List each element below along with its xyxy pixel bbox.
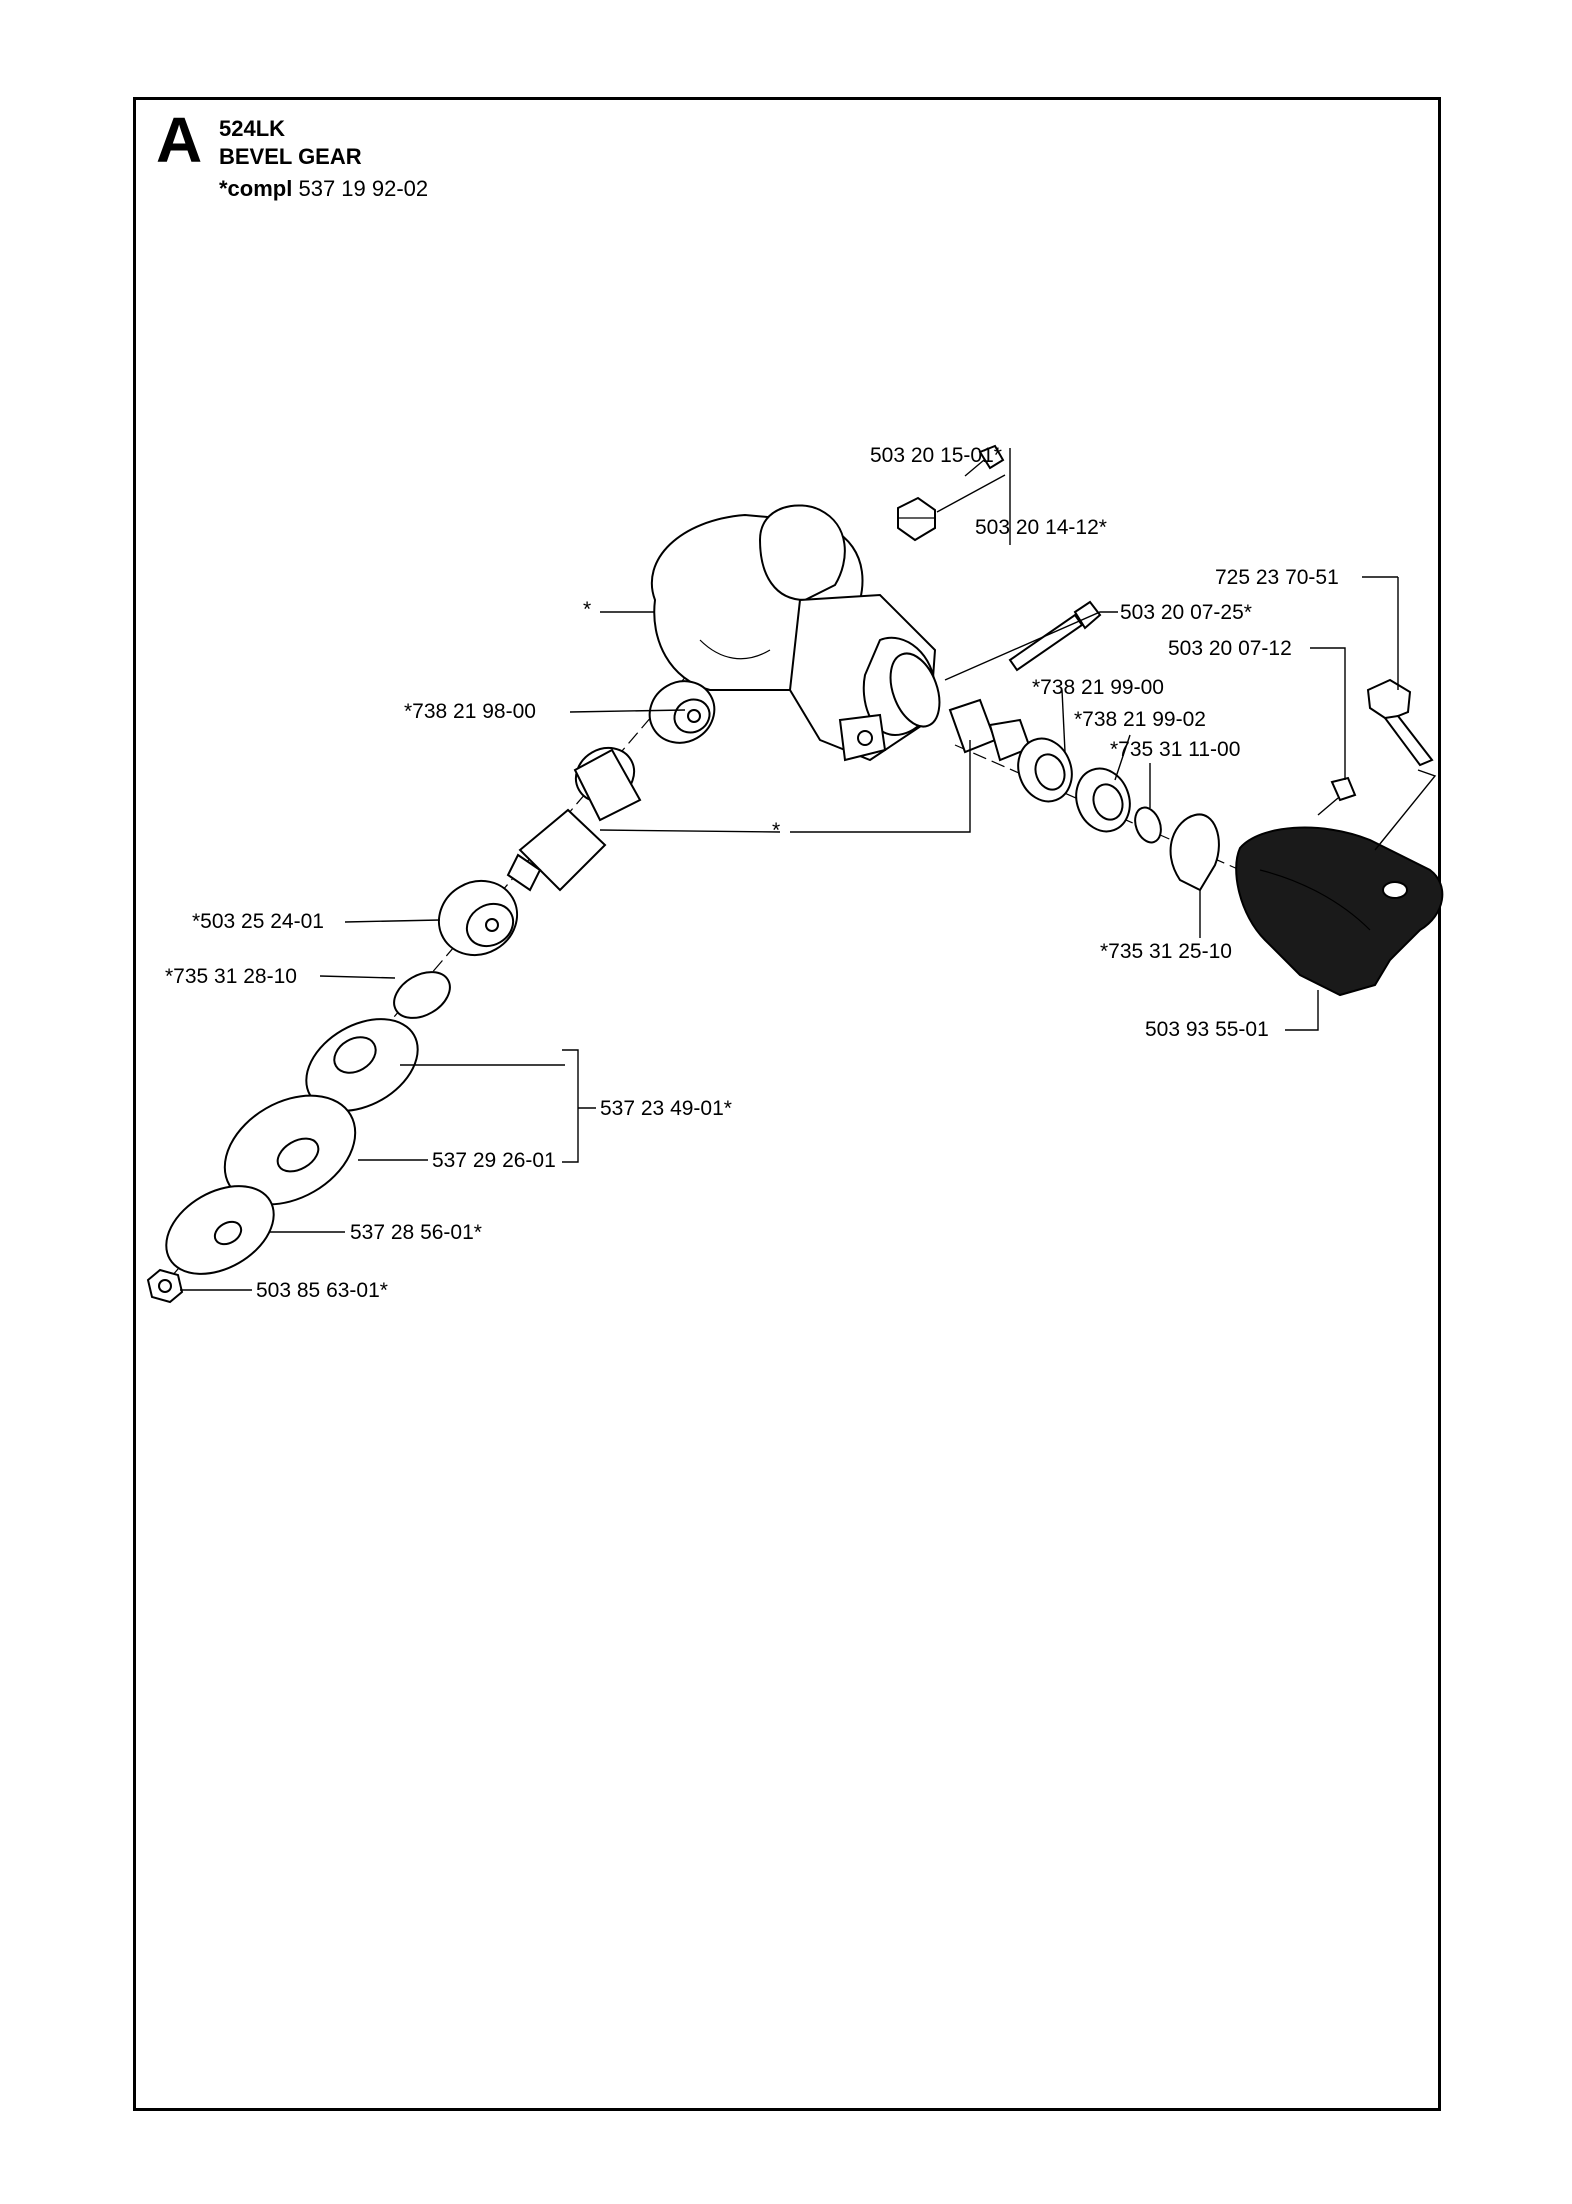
output-shaft [506,808,607,892]
label-503-20-15-01: 503 20 15-01* [870,444,1002,467]
label-735-31-28-10: *735 31 28-10 [165,965,297,988]
lower-circlip [393,971,451,1019]
label-503-93-55-01: 503 93 55-01 [1145,1018,1269,1041]
label-503-85-63-01: 503 85 63-01* [256,1279,388,1302]
complete-assembly-line: *compl 537 19 92-02 [219,178,428,200]
gear-housing [650,504,941,762]
label-503-20-07-25: 503 20 07-25* [1120,601,1252,624]
assembly-title: BEVEL GEAR [219,144,362,169]
small-circlip [1134,806,1162,844]
upper-bearing [648,680,716,744]
compl-label: *compl [219,176,293,201]
small-screw [964,444,1005,477]
label-503-20-07-12: 503 20 07-12 [1168,637,1292,660]
support-cup [165,1185,275,1275]
page-frame [133,97,1441,2111]
bevel-gear-output [573,746,642,822]
compl-part-number: 537 19 92-02 [298,176,429,201]
label-537-29-26-01: 537 29 26-01 [432,1149,556,1172]
section-letter: A [156,104,203,176]
gear-shield [1235,826,1444,997]
label-738-21-98-00: *738 21 98-00 [404,700,536,723]
label-503-25-24-01: *503 25 24-01 [192,910,324,933]
large-circlip [1169,813,1220,892]
label-503-20-14-12: 503 20 14-12* [975,516,1107,539]
assembly-axis [159,659,1241,1291]
model-name: 524LK [219,116,286,141]
lower-bearing [437,879,519,957]
label-housing-asterisk: * [583,598,591,621]
long-clamp-screw [1008,600,1102,672]
label-735-31-25-10: *735 31 25-10 [1100,940,1232,963]
pinion-gear [948,698,1032,762]
label-537-23-49-01: 537 23 49-01* [600,1097,732,1120]
label-735-31-11-00: *735 31 11-00 [1110,738,1240,761]
shield-screw [1317,776,1357,816]
leader-lines [180,448,1437,1291]
lock-nut [146,1268,184,1304]
input-bearing-2 [1075,767,1131,833]
plug-screw [897,496,936,542]
washer-plate [223,1094,357,1206]
label-738-21-99-02: *738 21 99-02 [1074,708,1206,731]
label-738-21-99-00: *738 21 99-00 [1032,676,1164,699]
shield-bolt [1366,678,1434,767]
input-bearing-1 [1017,737,1073,803]
label-725-23-70-51: 725 23 70-51 [1215,566,1339,589]
label-537-28-56-01: 537 28 56-01* [350,1221,482,1244]
label-shaft-asterisk: * [772,819,780,842]
